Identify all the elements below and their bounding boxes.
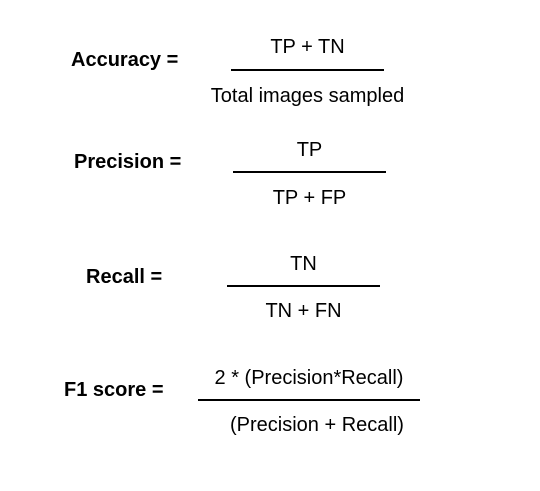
- precision-fraction-bar: [233, 171, 386, 173]
- precision-numerator: TP: [296, 139, 323, 161]
- f1-score-label: F1 score =: [64, 379, 164, 401]
- recall-label: Recall =: [86, 266, 163, 288]
- precision-label: Precision =: [74, 151, 182, 173]
- accuracy-numerator: TP + TN: [270, 36, 345, 58]
- recall-fraction-bar: [227, 285, 380, 287]
- recall-numerator: TN: [290, 253, 317, 275]
- f1-score-fraction-bar: [198, 399, 420, 401]
- recall-denominator: TN + FN: [265, 300, 342, 322]
- accuracy-fraction-bar: [231, 69, 384, 71]
- precision-denominator: TP + FP: [272, 187, 347, 209]
- f1-score-denominator: (Precision + Recall): [230, 414, 404, 436]
- accuracy-denominator: Total images sampled: [210, 85, 405, 107]
- f1-score-numerator: 2 * (Precision*Recall): [214, 367, 404, 389]
- accuracy-label: Accuracy =: [71, 49, 179, 71]
